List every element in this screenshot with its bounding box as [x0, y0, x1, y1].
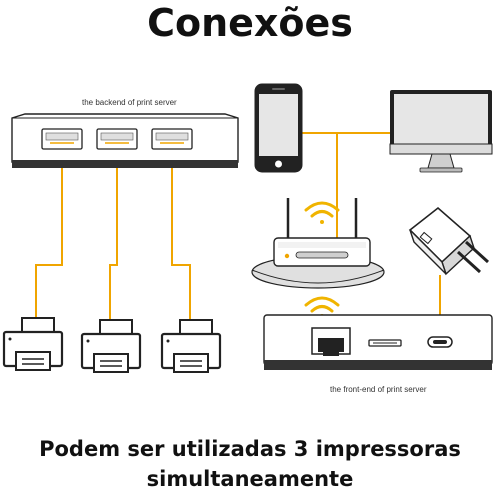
printer-icon: [80, 319, 142, 373]
print-server-front-icon: [263, 314, 493, 370]
cable-printer-2: [109, 160, 118, 322]
smartphone-icon: [254, 83, 303, 173]
caption-line-2: simultaneamente: [146, 467, 354, 491]
cables: [35, 132, 441, 342]
usb-port-3: [151, 128, 193, 150]
caption: Podem ser utilizadas 3 impressoras simul…: [0, 434, 500, 494]
print-server-back-icon: [11, 113, 239, 168]
printer-icon: [160, 319, 222, 373]
wifi-icon: [304, 201, 340, 224]
monitor-icon: [389, 90, 493, 173]
cable-printer-3: [171, 160, 191, 322]
usb-port-1: [41, 128, 83, 150]
page-title: Conexões: [147, 1, 353, 45]
printer-icon: [2, 317, 64, 371]
frontend-label: the front-end of print server: [330, 385, 427, 394]
router-icon: [251, 198, 385, 289]
backend-label: the backend of print server: [82, 98, 177, 107]
power-adapter-icon: [408, 206, 490, 276]
caption-line-1: Podem ser utilizadas 3 impressoras: [39, 437, 461, 461]
cable-printer-1: [35, 160, 63, 320]
usb-port-2: [96, 128, 138, 150]
